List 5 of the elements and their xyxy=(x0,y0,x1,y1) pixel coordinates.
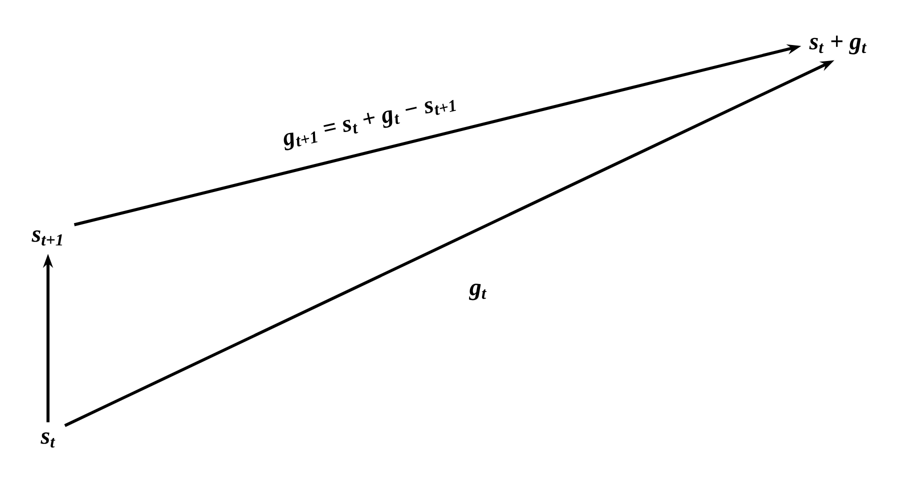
edge-label: g$_{t+1}$ = s$_{t}$ + g$_{t}$ − s$_{t+1}$ xyxy=(280,92,460,152)
edge-label: g$_{t}$ xyxy=(468,282,488,302)
math-label: s$_{t}$ + g$_{t}$ xyxy=(809,36,867,54)
math-label: s$_{t+1}$ xyxy=(32,230,62,246)
math-label: s$_{t}$ xyxy=(40,432,56,448)
